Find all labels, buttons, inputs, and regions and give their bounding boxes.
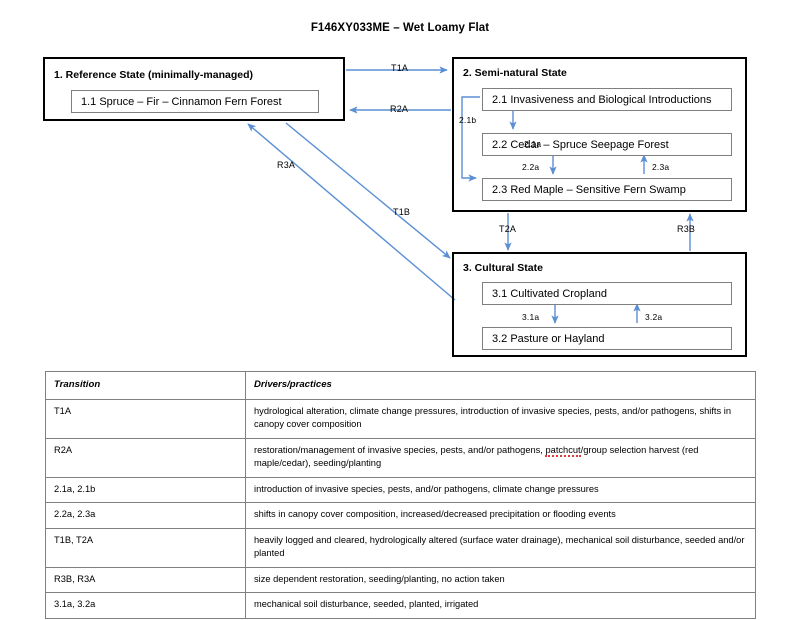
phase-label-2-1: 2.1 Invasiveness and Biological Introduc… [492,93,712,106]
arrow-r3a [247,123,456,301]
arrow-label-2-1b: 2.1b [459,115,477,125]
drivers-text-pre: restoration/management of invasive speci… [254,444,546,455]
arrow-label-2-3a: 2.3a [652,162,670,172]
cell-drivers: introduction of invasive species, pests,… [245,476,756,504]
phase-label-3-2: 3.2 Pasture or Hayland [492,332,605,345]
cell-transition: 3.1a, 3.2a [45,592,246,619]
state-title-semi-natural: 2. Semi-natural State [463,67,567,79]
column-header-transition: Transition [45,371,246,400]
cell-drivers: restoration/management of invasive speci… [245,437,756,478]
arrow-label-2-1a: 2.1a [524,139,542,149]
misspelled-word: patchcut [545,444,581,457]
table-row: 2.2a, 2.3a shifts in canopy cover compos… [45,502,756,529]
cell-drivers: heavily logged and cleared, hydrological… [245,527,756,568]
phase-label-2-2: 2.2 Cedar – Spruce Seepage Forest [492,138,669,151]
page-title: F146XY033ME – Wet Loamy Flat [310,22,490,34]
arrow-label-t2a: T2A [499,224,517,234]
arrow-label-r3b: R3B [677,224,696,234]
table-row: T1A hydrological alteration, climate cha… [45,398,756,439]
state-title-cultural: 3. Cultural State [463,262,543,274]
transitions-table: Transition Drivers/practices T1A hydrolo… [45,371,756,619]
cell-drivers: hydrological alteration, climate change … [245,398,756,439]
table-row: R3B, R3A size dependent restoration, see… [45,566,756,594]
cell-transition: R2A [45,437,246,478]
phase-box-3-1[interactable]: 3.1 Cultivated Cropland [482,282,732,305]
table-row: 3.1a, 3.2a mechanical soil disturbance, … [45,592,756,619]
phase-box-1-1[interactable]: 1.1 Spruce – Fir – Cinnamon Fern Forest [71,90,319,113]
phase-label-2-3: 2.3 Red Maple – Sensitive Fern Swamp [492,183,686,196]
cell-drivers: mechanical soil disturbance, seeded, pla… [245,592,756,619]
arrow-label-3-1a: 3.1a [522,312,540,322]
table-row: R2A restoration/management of invasive s… [45,437,756,478]
phase-box-2-3[interactable]: 2.3 Red Maple – Sensitive Fern Swamp [482,178,732,201]
cell-transition: 2.2a, 2.3a [45,502,246,529]
cell-transition: T1A [45,398,246,439]
state-box-semi-natural[interactable]: 2. Semi-natural State 2.1 Invasiveness a… [452,57,747,212]
column-header-drivers: Drivers/practices [245,371,756,400]
arrow-label-r2a: R2A [390,104,409,114]
phase-box-2-1[interactable]: 2.1 Invasiveness and Biological Introduc… [482,88,732,111]
arrow-label-2-2a: 2.2a [522,162,540,172]
phase-box-3-2[interactable]: 3.2 Pasture or Hayland [482,327,732,350]
cell-transition: R3B, R3A [45,566,246,594]
table-row: 2.1a, 2.1b introduction of invasive spec… [45,476,756,504]
table-header-row: Transition Drivers/practices [45,371,756,400]
state-and-transition-diagram: 1. Reference State (minimally-managed) 1… [43,57,747,357]
cell-transition: T1B, T2A [45,527,246,568]
state-title-reference: 1. Reference State (minimally-managed) [54,69,253,81]
table-row: T1B, T2A heavily logged and cleared, hyd… [45,527,756,568]
phase-box-2-2[interactable]: 2.2 Cedar – Spruce Seepage Forest [482,133,732,156]
cell-drivers: shifts in canopy cover composition, incr… [245,502,756,529]
cell-drivers: size dependent restoration, seeding/plan… [245,566,756,594]
arrow-t1b [285,122,451,259]
cell-transition: 2.1a, 2.1b [45,476,246,504]
phase-label-3-1: 3.1 Cultivated Cropland [492,287,607,300]
state-box-cultural[interactable]: 3. Cultural State 3.1 Cultivated Croplan… [452,252,747,357]
arrow-label-r3a: R3A [277,160,296,170]
state-box-reference[interactable]: 1. Reference State (minimally-managed) 1… [43,57,345,121]
arrow-label-t1b: T1B [393,207,411,217]
phase-label-1-1: 1.1 Spruce – Fir – Cinnamon Fern Forest [81,95,282,108]
arrow-label-3-2a: 3.2a [645,312,663,322]
drivers-text-post: /group selection harvest (red maple/ceda… [254,444,699,469]
arrow-label-t1a: T1A [391,63,409,73]
